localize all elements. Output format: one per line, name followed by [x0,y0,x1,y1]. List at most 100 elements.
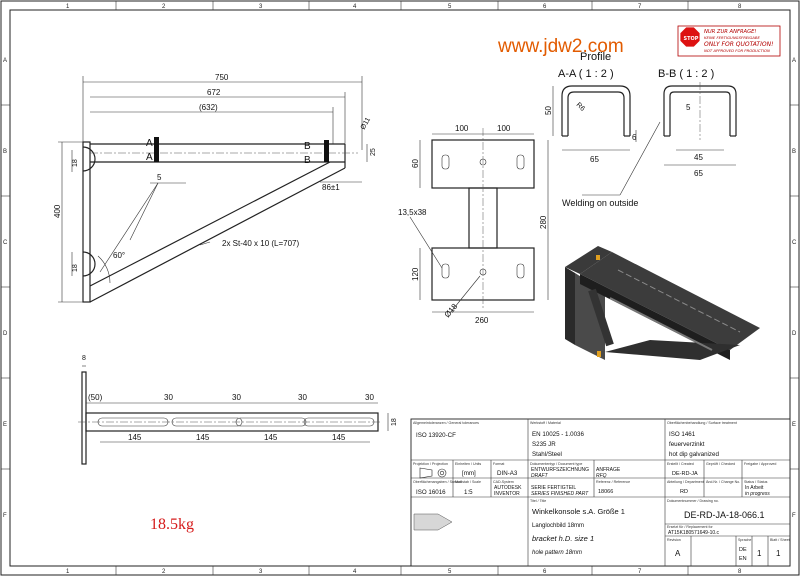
tb-material-header: Werkstoff / Material [530,421,561,425]
tb-material: EN 10025 - 1.0036 [532,431,585,438]
tb-material: Stahl/Steel [532,451,562,458]
dim-145: 145 [128,433,142,442]
tb-cad: INVENTOR [494,491,520,497]
tb-cad: AUTODESK [494,485,522,491]
title-block: Allgemeintoleranzen / General tolerances… [410,418,791,567]
watermark: www.jdw2.com [497,36,624,57]
section-mark-a: A [146,152,153,163]
tb-general-tol: ISO 13920-CF [416,432,456,439]
dim-145: 145 [196,433,210,442]
tb-sheet: 1 [776,549,781,558]
quotation-stamp: STOP NUR ZUR ANFRAGE! KEINE FERTIGUNGSFR… [677,25,781,57]
tb-revision-header: Revision [667,538,681,542]
dim-25: 25 [370,148,377,156]
dim-hole-11: Ø11 [360,116,372,131]
row-label: C [792,240,797,246]
dim-50: (50) [88,393,103,402]
dim-18: 18 [72,159,79,167]
row-label: C [3,240,8,246]
tb-status: in progress [745,491,770,497]
tb-lang-header: Sprache [738,538,751,542]
tb-series: SERIES FINISHED PART [531,491,589,497]
col-label: 2 [162,4,166,10]
dim-8: 8 [82,355,86,362]
section-mark-b: B [304,155,311,166]
dim-6: 6 [632,133,637,142]
row-label: E [792,422,796,428]
col-label: 1 [66,569,70,575]
tb-surface: ISO 1461 [669,431,696,438]
svg-text:STOP: STOP [684,36,699,42]
tb-title: bracket h.D. size 1 [532,534,594,543]
dim-280: 280 [539,215,548,229]
dim-60: 60 [411,159,420,168]
tb-scale: 1:5 [464,489,473,496]
tb-sheet-header: Blatt / Sheet [770,538,790,542]
tb-format: DIN-A3 [497,470,518,477]
section-b-title: B-B ( 1 : 2 ) [658,68,714,80]
dim-50: 50 [544,106,553,115]
col-label: 6 [543,4,547,10]
tb-general-tol-header: Allgemeintoleranzen / General tolerances [413,421,479,425]
rail-view: 8 (50) 30 30 30 30 145 145 145 145 18 [78,355,398,465]
col-label: 4 [353,569,357,575]
strut-note: 2x St-40 x 10 (L=707) [222,239,299,248]
col-label: 1 [66,4,70,10]
tb-surface-std: ISO 16016 [416,489,446,496]
dim-86: 86±1 [322,183,340,192]
tb-docstatus: RFQ [596,473,607,479]
tb-doctype: ENTWURFSZEICHNUNG [531,467,589,473]
slot-size: 13,5x38 [398,208,427,217]
tb-status-header: Status / Status [744,480,768,484]
row-label: B [3,149,7,155]
row-label: F [792,513,796,519]
weld-note: Welding on outside [562,198,638,208]
dim-400: 400 [53,204,62,218]
dim-65: 65 [694,169,703,178]
dim-30: 30 [365,393,374,402]
radius-6: R6 [575,101,586,112]
tb-projection-header: Projektion / Projection [413,462,448,466]
row-label: B [792,149,796,155]
dim-45: 45 [694,153,703,162]
weight-label: 18.5kg [150,516,194,533]
dim-30: 30 [298,393,307,402]
tb-doctype-header: Dokumententyp / Document type [530,462,582,466]
stamp-line: ONLY FOR QUOTATION! [704,41,773,48]
stop-sign-icon: STOP [679,26,701,48]
tb-unit: [mm] [462,470,476,477]
dim-120: 120 [411,267,420,281]
tb-lang: EN [739,556,747,562]
weld-size-5: 5 [157,173,162,182]
tb-surface-std-header: Oberflächenangaben / Surface [413,480,462,484]
tb-surface-header: Oberflächenbehandlung / Surface treatmen… [667,421,737,425]
col-label: 3 [259,4,263,10]
stamp-line: KEINE FERTIGUNGSFREIGABE [704,35,761,40]
tb-created-header: Erstellt / Created [667,462,694,466]
dim-30: 30 [164,393,173,402]
col-label: 8 [738,4,742,10]
col-label: 8 [738,569,742,575]
section-mark-a: A [146,138,153,149]
dim-18: 18 [391,418,398,426]
section-mark-b: B [304,141,311,152]
tb-checked-header: Geprüft / Checked [706,462,735,466]
row-label: D [792,331,797,337]
profile-sections: Profile A-A ( 1 : 2 ) B-B ( 1 : 2 ) 50 R… [544,51,737,208]
weld-size-5: 5 [686,103,691,112]
side-view: A A B B 750 672 (632) 40 [53,73,377,303]
dim-145: 145 [332,433,346,442]
tb-change-header: Änd.Nr. / Change No. [706,480,740,484]
tb-created: DE-RD-JA [672,471,698,477]
dim-100: 100 [455,124,469,133]
dim-30: 30 [232,393,241,402]
tb-replaced: AT15K180571649-10.c [668,530,720,536]
row-label: A [792,58,796,64]
profile-title: Profile [580,51,611,63]
dim-260: 260 [475,316,489,325]
tb-revision: A [675,549,681,558]
col-label: 7 [638,569,642,575]
col-label: 5 [448,569,452,575]
